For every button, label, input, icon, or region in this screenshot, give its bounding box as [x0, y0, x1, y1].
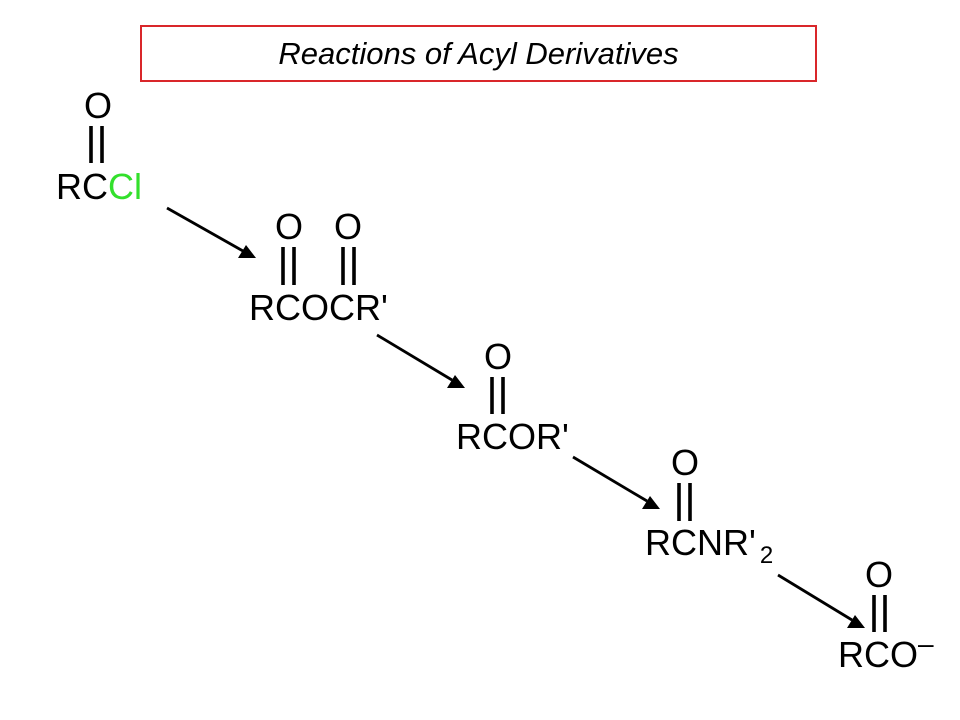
- arrow-1-head: [238, 245, 256, 258]
- arrow-2-head: [447, 375, 465, 388]
- reaction-arrow-2: [376, 333, 465, 388]
- arrow-4-shaft: [777, 573, 853, 622]
- title-box: Reactions of Acyl Derivatives: [140, 25, 817, 82]
- compound-amide: O RCNR'2: [645, 442, 773, 569]
- compound-ester: O RCOR': [456, 336, 569, 457]
- compound-anhydride: O O RCOCR': [249, 206, 388, 328]
- page-title: Reactions of Acyl Derivatives: [278, 36, 679, 71]
- carboxylate-formula: RCO–: [838, 628, 934, 675]
- reaction-arrow-1: [166, 206, 256, 258]
- ester-formula: RCOR': [456, 416, 569, 457]
- acyl-chloride-main: RC: [56, 166, 108, 207]
- arrow-3-shaft: [572, 455, 648, 503]
- acyl-chloride-formula: RCCl: [56, 166, 142, 207]
- acyl-chloride-oxygen: O: [84, 85, 112, 126]
- compound-carboxylate: O RCO–: [838, 554, 934, 675]
- amide-main: RCNR': [645, 522, 756, 563]
- reaction-arrow-4: [777, 573, 865, 628]
- carboxylate-charge: –: [918, 628, 934, 659]
- amide-subscript: 2: [760, 542, 773, 569]
- arrow-1-shaft: [166, 206, 244, 253]
- reaction-arrow-3: [572, 455, 660, 509]
- compound-acyl-chloride: O RCCl: [56, 85, 142, 207]
- arrow-2-shaft: [376, 333, 453, 382]
- arrow-3-head: [642, 496, 660, 509]
- anhydride-formula: RCOCR': [249, 287, 388, 328]
- anhydride-oxygen-2: O: [334, 206, 362, 247]
- anhydride-oxygen-1: O: [275, 206, 303, 247]
- amide-formula: RCNR'2: [645, 522, 773, 569]
- carboxylate-oxygen: O: [865, 554, 893, 595]
- carboxylate-main: RCO: [838, 634, 918, 675]
- acyl-chloride-halogen: Cl: [108, 166, 142, 207]
- amide-oxygen: O: [671, 442, 699, 483]
- ester-oxygen: O: [484, 336, 512, 377]
- arrow-4-head: [847, 615, 865, 628]
